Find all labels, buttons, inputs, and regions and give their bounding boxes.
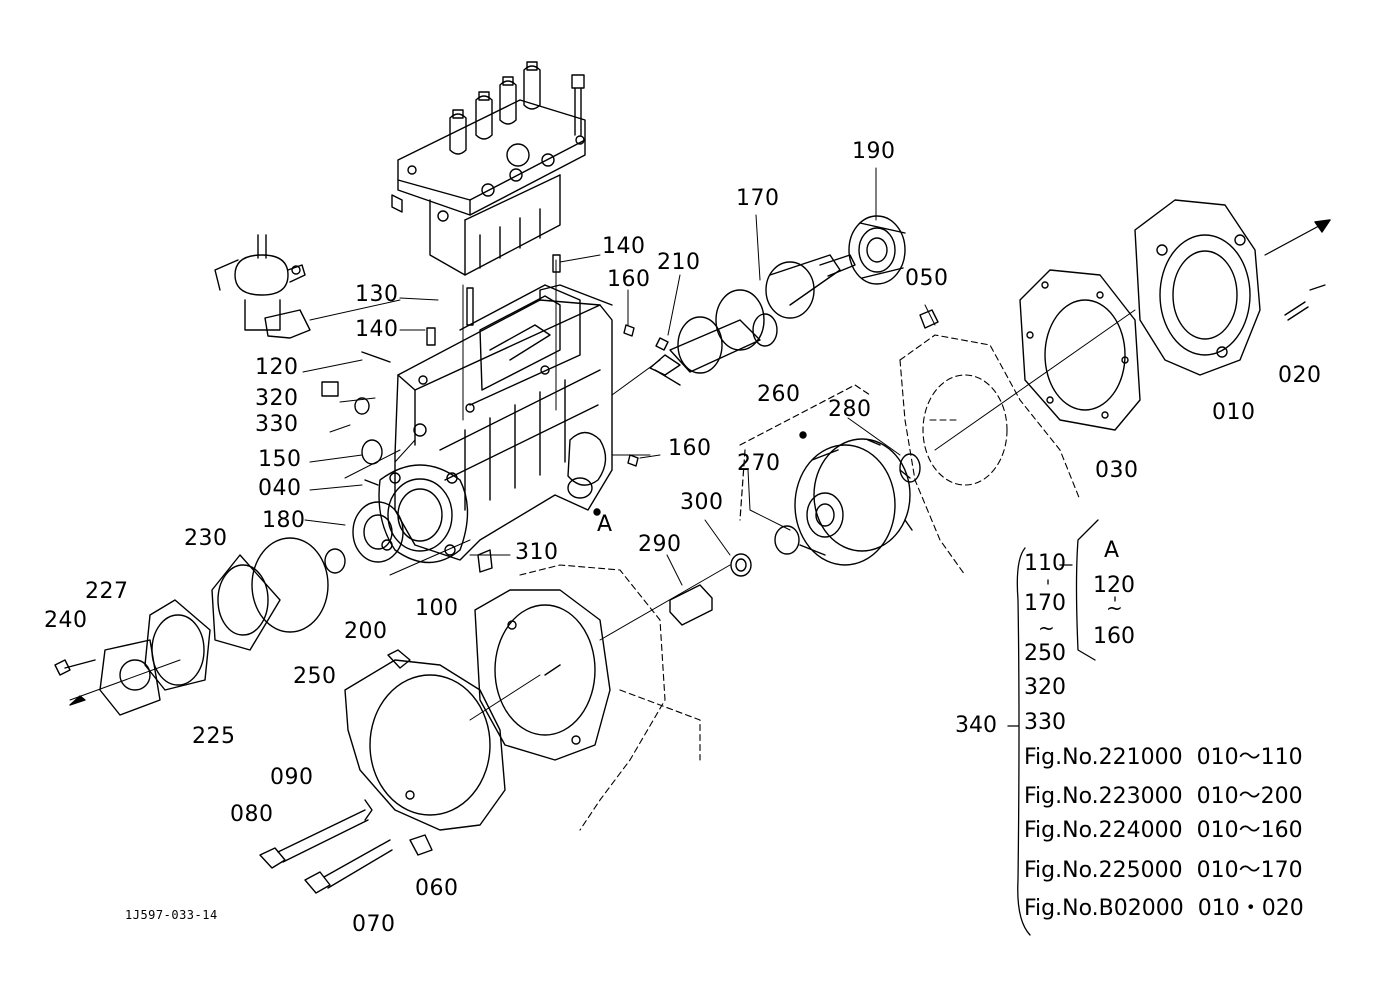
callout-120: 120 [255, 355, 299, 380]
callout-010: 010 [1212, 400, 1256, 425]
gear-260 [794, 431, 913, 566]
legend-fig-2-number: Fig.No.223000 [1024, 784, 1183, 809]
callout-190: 190 [852, 139, 896, 164]
legend-group-a-to: 160 [1093, 624, 1135, 649]
callout-250: 250 [293, 664, 337, 689]
drive-flange [1134, 199, 1261, 376]
injection-pump-head [391, 61, 586, 276]
legend-row-110: 110 [1024, 551, 1066, 576]
callout-330: 330 [255, 412, 299, 437]
legend-fig-3-range: 010～160 [1196, 818, 1303, 843]
callout-200: 200 [344, 619, 388, 644]
legend-assembly-number: 340 [955, 713, 997, 738]
small-parts [321, 254, 921, 626]
bearing-190 [848, 215, 906, 285]
legend-fig-4-number: Fig.No.225000 [1024, 858, 1183, 883]
legend-group-a-from: 120 [1093, 573, 1135, 598]
studs [919, 301, 1309, 451]
callout-070: 070 [352, 912, 396, 937]
legend-brackets [1007, 519, 1116, 936]
callout-170: 170 [736, 186, 780, 211]
callout-240: 240 [44, 608, 88, 633]
front-cover-parts [54, 537, 329, 716]
legend-row-250: 250 [1024, 641, 1066, 666]
legend-row-330: 330 [1024, 710, 1066, 735]
callout-160-right: 160 [668, 436, 712, 461]
callout-230: 230 [184, 526, 228, 551]
legend-fig-4-range: 010～170 [1196, 858, 1303, 883]
gear-case-covers [344, 564, 731, 831]
callout-020: 020 [1278, 363, 1322, 388]
gear-case-outline [899, 334, 1081, 576]
legend-row-170: 170 [1024, 591, 1066, 616]
legend-fig-3-number: Fig.No.224000 [1024, 818, 1183, 843]
callout-050: 050 [905, 266, 949, 291]
legend-fig-3: Fig.No.224000 010～160 [1024, 820, 1303, 842]
legend-rows-tilde: ~ [1038, 616, 1055, 640]
leader-lines [302, 167, 936, 586]
callout-210: 210 [657, 250, 701, 275]
callout-040: 040 [258, 476, 302, 501]
callout-290: 290 [638, 532, 682, 557]
legend-fig-2: Fig.No.223000 010～200 [1024, 786, 1303, 808]
callout-060: 060 [415, 876, 459, 901]
callout-300: 300 [680, 490, 724, 515]
callout-227: 227 [85, 579, 129, 604]
callout-280: 280 [828, 397, 872, 422]
legend-group-a-tilde: ~ [1106, 596, 1123, 620]
arrows [1264, 219, 1331, 291]
callout-260: 260 [757, 382, 801, 407]
legend-fig-5-number: Fig.No.B02000 [1024, 896, 1184, 921]
legend-fig-4: Fig.No.225000 010～170 [1024, 860, 1303, 882]
callout-160-top: 160 [607, 267, 651, 292]
callout-270: 270 [737, 451, 781, 476]
legend-fig-1-number: Fig.No.221000 [1024, 745, 1183, 770]
legend-fig-5: Fig.No.B02000 010・020 [1024, 898, 1304, 920]
gasket-030 [1019, 269, 1141, 431]
callout-180: 180 [262, 508, 306, 533]
bolts [259, 799, 433, 894]
callout-310: 310 [515, 540, 559, 565]
drawing-id: 1J597-033-14 [125, 908, 218, 922]
camshaft [649, 254, 856, 386]
callout-080: 080 [230, 802, 274, 827]
callout-090: 090 [270, 765, 314, 790]
callout-130: 130 [355, 282, 399, 307]
pump-housing [378, 284, 613, 564]
marker-a: A [597, 512, 613, 537]
legend-fig-2-range: 010～200 [1196, 784, 1303, 809]
callout-030: 030 [1095, 458, 1139, 483]
legend-group-a-label: A [1104, 538, 1120, 563]
callout-140-left: 140 [355, 317, 399, 342]
legend-row-320: 320 [1024, 675, 1066, 700]
legend-fig-1-range: 010～110 [1196, 745, 1303, 770]
legend-fig-5-range: 010・020 [1197, 896, 1304, 921]
feed-pump [214, 234, 311, 339]
marker-a-dot [593, 508, 601, 516]
callout-140-right: 140 [602, 234, 646, 259]
callout-100: 100 [415, 596, 459, 621]
callout-320: 320 [255, 386, 299, 411]
legend-fig-1: Fig.No.221000 010～110 [1024, 747, 1303, 769]
callout-225: 225 [192, 724, 236, 749]
callout-150: 150 [258, 447, 302, 472]
